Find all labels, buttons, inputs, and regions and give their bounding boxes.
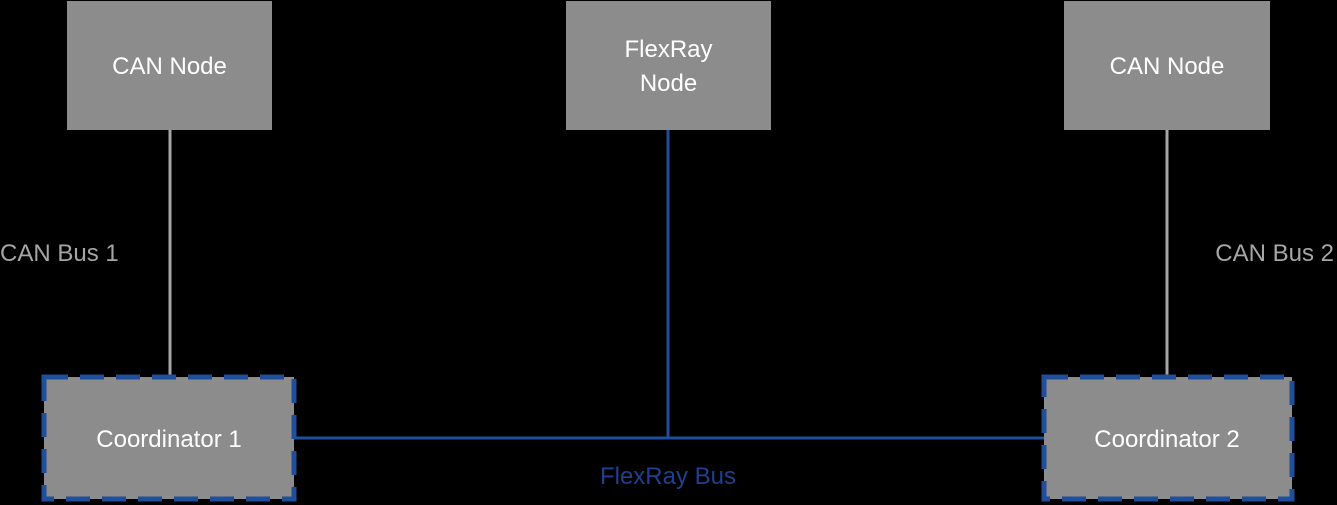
flexray-bus-label: FlexRay Bus (600, 463, 736, 490)
flexray-node-label-line2: Node (640, 70, 697, 97)
coordinator-2 (1041, 374, 1295, 502)
can-node-left-label: CAN Node (112, 53, 227, 80)
can-node-left (67, 1, 272, 130)
flexray-node-label-line1: FlexRay (624, 36, 712, 63)
can-bus-1-label: CAN Bus 1 (0, 240, 119, 267)
can-node-right-label: CAN Node (1110, 53, 1225, 80)
can-node-right (1064, 1, 1270, 130)
flexray-node (566, 1, 771, 130)
can-bus-2-label: CAN Bus 2 (1215, 240, 1334, 267)
coordinator-2-label: Coordinator 2 (1094, 426, 1239, 453)
coordinator-1 (41, 374, 297, 502)
coordinator-1-label: Coordinator 1 (96, 426, 241, 453)
